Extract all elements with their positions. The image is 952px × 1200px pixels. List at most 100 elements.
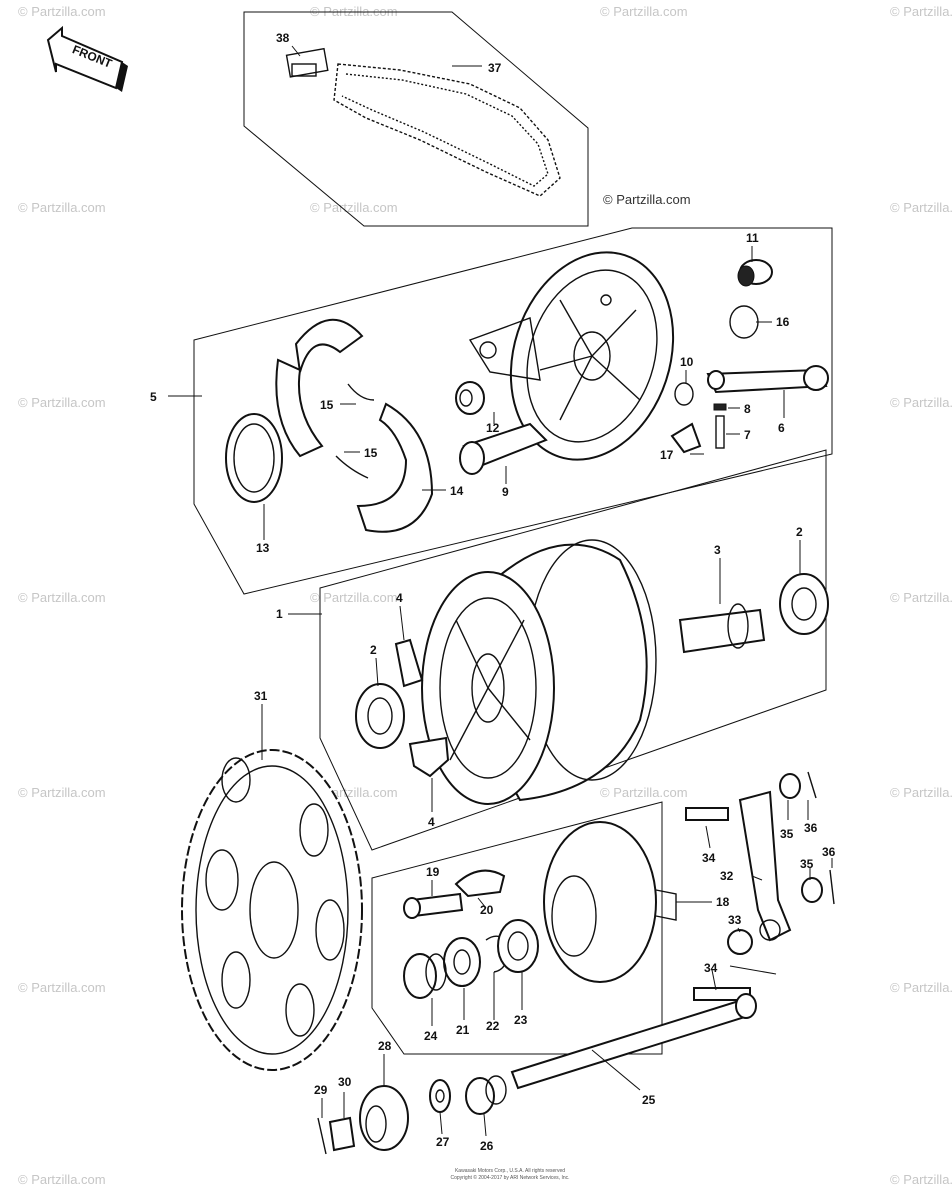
collar-28 — [359, 1085, 409, 1151]
drive-chain — [285, 47, 561, 197]
brake-panel-assembly — [468, 251, 675, 461]
callout-4-upper: 4 — [396, 591, 403, 605]
brake-panel — [193, 227, 833, 595]
pin-36-lower — [829, 869, 835, 905]
callout-16: 16 — [776, 315, 790, 329]
watermark: © Partzilla.com — [18, 200, 106, 215]
brake-shoes-14 — [275, 319, 434, 533]
callout-21: 21 — [456, 1023, 470, 1037]
callout-34-lower: 34 — [704, 961, 718, 975]
footer-credits: Kawasaki Motors Corp., U.S.A. All rights… — [360, 1168, 660, 1182]
watermark: © Partzilla.com — [890, 1172, 952, 1187]
callout-20: 20 — [480, 903, 494, 917]
callout-1: 1 — [276, 607, 283, 621]
collar-24 — [403, 953, 447, 999]
bolt-7 — [715, 415, 725, 449]
callout-25: 25 — [642, 1093, 656, 1107]
bearing-2-left — [355, 683, 405, 749]
camshaft-9 — [459, 422, 548, 475]
callout-31: 31 — [254, 689, 268, 703]
watermark: © Partzilla.com — [890, 395, 952, 410]
callout-30: 30 — [338, 1075, 352, 1089]
nut-30 — [328, 1116, 356, 1152]
callout-38: 38 — [276, 31, 290, 45]
washer-8 — [713, 403, 727, 411]
brake-lever-6 — [706, 365, 829, 394]
footer-line-1: Kawasaki Motors Corp., U.S.A. All rights… — [454, 1168, 566, 1174]
seal-10 — [674, 382, 694, 406]
callout-13: 13 — [256, 541, 270, 555]
callout-28: 28 — [378, 1039, 392, 1053]
coupling-panel — [371, 801, 663, 1055]
callout-24: 24 — [424, 1029, 438, 1043]
callout-4-lower: 4 — [428, 815, 435, 829]
callout-19: 19 — [426, 865, 440, 879]
watermark: © Partzilla.com — [600, 785, 688, 800]
callout-18: 18 — [716, 895, 730, 909]
cotter-pin-29 — [317, 1117, 327, 1155]
callout-23: 23 — [514, 1013, 528, 1027]
pin-36-upper — [807, 771, 817, 799]
nut-35-lower — [801, 877, 823, 903]
bolt-34-upper — [685, 807, 729, 821]
callout-33: 33 — [728, 913, 742, 927]
footer-line-2: Copyright © 2004-2017 by ARI Network Ser… — [450, 1175, 570, 1181]
watermark: © Partzilla.com — [890, 200, 952, 215]
callout-27: 27 — [436, 1135, 450, 1149]
watermark: © Partzilla.com — [18, 1172, 106, 1187]
bearing-21 — [443, 937, 481, 987]
callout-35-lower: 35 — [800, 857, 814, 871]
torque-link-32 — [738, 790, 792, 942]
callout-12: 12 — [486, 421, 500, 435]
rear-sprocket-31 — [181, 749, 363, 1071]
oil-seal-23 — [497, 919, 539, 973]
lock-plate-20 — [454, 869, 506, 898]
watermark: © Partzilla.com — [18, 4, 106, 19]
seal-12 — [455, 381, 485, 415]
callout-9: 9 — [502, 485, 509, 499]
front-arrow-icon: FRONT — [46, 25, 128, 92]
callout-2-right: 2 — [796, 525, 803, 539]
watermark: © Partzilla.com — [890, 980, 952, 995]
coupling-18 — [543, 821, 677, 983]
callout-3: 3 — [714, 543, 721, 557]
watermark: © Partzilla.com — [310, 590, 398, 605]
watermark: © Partzilla.com — [18, 980, 106, 995]
callout-labels: 37 38 5 11 16 10 8 7 6 17 12 9 15 15 14 … — [150, 31, 836, 1153]
leader-lines — [168, 45, 833, 1137]
axle-sleeve-3 — [678, 603, 766, 654]
callout-15-upper: 15 — [320, 398, 334, 412]
watermark: © Partzilla.com — [600, 4, 688, 19]
callout-29: 29 — [314, 1083, 328, 1097]
callout-14: 14 — [450, 484, 464, 498]
callout-17: 17 — [660, 448, 674, 462]
bearing-2-right — [779, 573, 829, 635]
watermark: © Partzilla.com — [890, 590, 952, 605]
callout-5: 5 — [150, 390, 157, 404]
callout-26: 26 — [480, 1139, 494, 1153]
callout-34-upper: 34 — [702, 851, 716, 865]
o-ring-16 — [729, 305, 759, 339]
washer-27 — [429, 1079, 451, 1113]
callout-22: 22 — [486, 1019, 500, 1033]
nut-35-upper — [779, 773, 801, 799]
copyright-text: © Partzilla.com — [603, 192, 691, 207]
damper-4-lower — [408, 736, 450, 778]
callout-37: 37 — [488, 61, 502, 75]
watermark: © Partzilla.com — [18, 395, 106, 410]
callout-36-upper: 36 — [804, 821, 818, 835]
axle-25 — [510, 993, 757, 1090]
damper-4-upper — [394, 638, 424, 688]
watermark: © Partzilla.com — [310, 200, 398, 215]
watermark: © Partzilla.com — [18, 590, 106, 605]
collar-11 — [737, 259, 773, 287]
rear-hub-1 — [421, 539, 657, 805]
collar-33 — [727, 929, 753, 955]
bolt-19 — [403, 892, 464, 919]
callout-7: 7 — [744, 428, 751, 442]
callout-15-lower: 15 — [364, 446, 378, 460]
callout-8: 8 — [744, 402, 751, 416]
callout-32: 32 — [720, 869, 734, 883]
callout-36-lower: 36 — [822, 845, 836, 859]
